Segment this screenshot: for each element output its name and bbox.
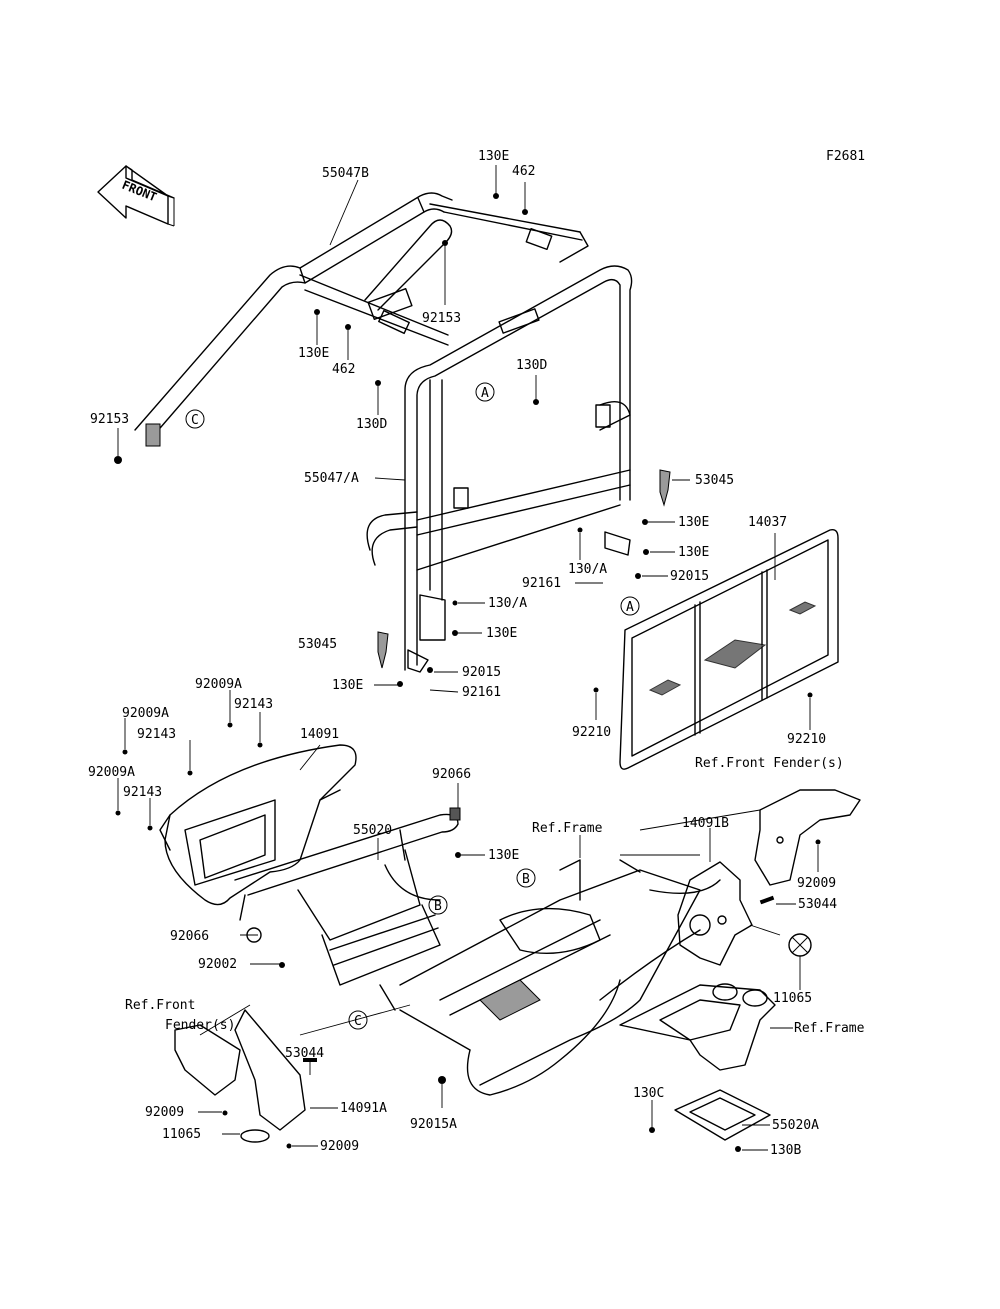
callout: 130B — [770, 1143, 801, 1158]
callout: Ref.Front Fender(s) — [695, 756, 844, 771]
main-frame — [379, 859, 721, 1096]
front-panel — [159, 744, 357, 906]
callout: 130E — [678, 545, 709, 560]
callout: 92015A — [410, 1117, 457, 1132]
callout: 92143 — [234, 697, 273, 712]
svg-text:B: B — [434, 899, 442, 914]
callout: 92161 — [522, 576, 561, 591]
cap-11065-icon — [788, 933, 812, 957]
leader-lines — [117, 165, 819, 1151]
callout: 14091B — [682, 816, 729, 831]
callout: 130D — [356, 417, 387, 432]
callout: 130/A — [568, 562, 607, 577]
callout: 14091 — [300, 727, 339, 742]
callout: 14091A — [340, 1101, 387, 1116]
ref-marker-a-upper: A — [475, 382, 495, 402]
callout: 130E — [478, 149, 509, 164]
ref-marker-b-upper: B — [516, 868, 536, 888]
callout: 462 — [512, 164, 535, 179]
ref-marker-c-upper: C — [185, 409, 205, 429]
callout: 92015 — [462, 665, 501, 680]
rops-main-frame — [366, 265, 633, 673]
callout: 130E — [332, 678, 363, 693]
front-arrow-icon: FRONT — [97, 165, 175, 227]
callout: 130/A — [488, 596, 527, 611]
callout: 130E — [488, 848, 519, 863]
callout: 92153 — [422, 311, 461, 326]
callout: 130E — [678, 515, 709, 530]
callout: 92153 — [90, 412, 129, 427]
side-panel-right — [677, 861, 753, 966]
callout: 55020 — [353, 823, 392, 838]
svg-text:A: A — [626, 600, 634, 615]
callout: Ref.Front — [125, 998, 195, 1013]
bracket-53045-upper — [659, 469, 671, 507]
callouts: 130E 462 55047B 92153 130E 462 130D 130D… — [88, 149, 865, 1158]
callout: 55047/A — [304, 471, 359, 486]
callout: 92009A — [88, 765, 135, 780]
svg-text:A: A — [481, 386, 489, 401]
callout: 130D — [516, 358, 547, 373]
callout: 53045 — [695, 473, 734, 488]
callout: 92009 — [320, 1139, 359, 1154]
callout: 92009 — [797, 876, 836, 891]
callout: 92009A — [122, 706, 169, 721]
callout: 55047B — [322, 166, 369, 181]
callout: 462 — [332, 362, 355, 377]
callout: 92210 — [572, 725, 611, 740]
skid-plate — [619, 983, 776, 1141]
callout: 130E — [486, 626, 517, 641]
callout: 92015 — [670, 569, 709, 584]
svg-text:C: C — [354, 1014, 362, 1029]
callout: 92066 — [432, 767, 471, 782]
callout: 14037 — [748, 515, 787, 530]
front-bumper — [234, 813, 459, 986]
fasteners — [114, 193, 821, 1152]
callout: 92009 — [145, 1105, 184, 1120]
svg-text:C: C — [191, 413, 199, 428]
callout: Ref.Frame — [532, 821, 603, 836]
callout: 53044 — [285, 1046, 324, 1061]
callout: 53045 — [298, 637, 337, 652]
rear-panel-net — [619, 528, 839, 770]
bracket-53045-lower — [377, 631, 389, 669]
ref-marker-c-lower: C — [348, 1010, 368, 1030]
front-fender-right — [754, 789, 861, 886]
callout: 55020A — [772, 1118, 819, 1133]
diagram-code: F2681 — [826, 149, 865, 164]
rops-upper-bar — [134, 192, 589, 447]
callout: 130E — [298, 346, 329, 361]
callout: 11065 — [162, 1127, 201, 1142]
callout: 130C — [633, 1086, 664, 1101]
ref-marker-b-lower: B — [428, 895, 448, 915]
callout: 92002 — [198, 957, 237, 972]
callout: 92143 — [123, 785, 162, 800]
cap-92066-upper — [449, 807, 461, 821]
callout: 92143 — [137, 727, 176, 742]
side-panel-left — [174, 1009, 306, 1143]
callout: Fender(s) — [165, 1018, 235, 1033]
callout: 53044 — [798, 897, 837, 912]
ref-marker-a-lower: A — [620, 596, 640, 616]
callout: 92066 — [170, 929, 209, 944]
callout: 92009A — [195, 677, 242, 692]
callout: Ref.Frame — [794, 1021, 865, 1036]
front-arrow-label: FRONT — [120, 178, 159, 205]
callout: 92161 — [462, 685, 501, 700]
callout: 92210 — [787, 732, 826, 747]
callout: 11065 — [773, 991, 812, 1006]
svg-text:B: B — [522, 872, 530, 887]
